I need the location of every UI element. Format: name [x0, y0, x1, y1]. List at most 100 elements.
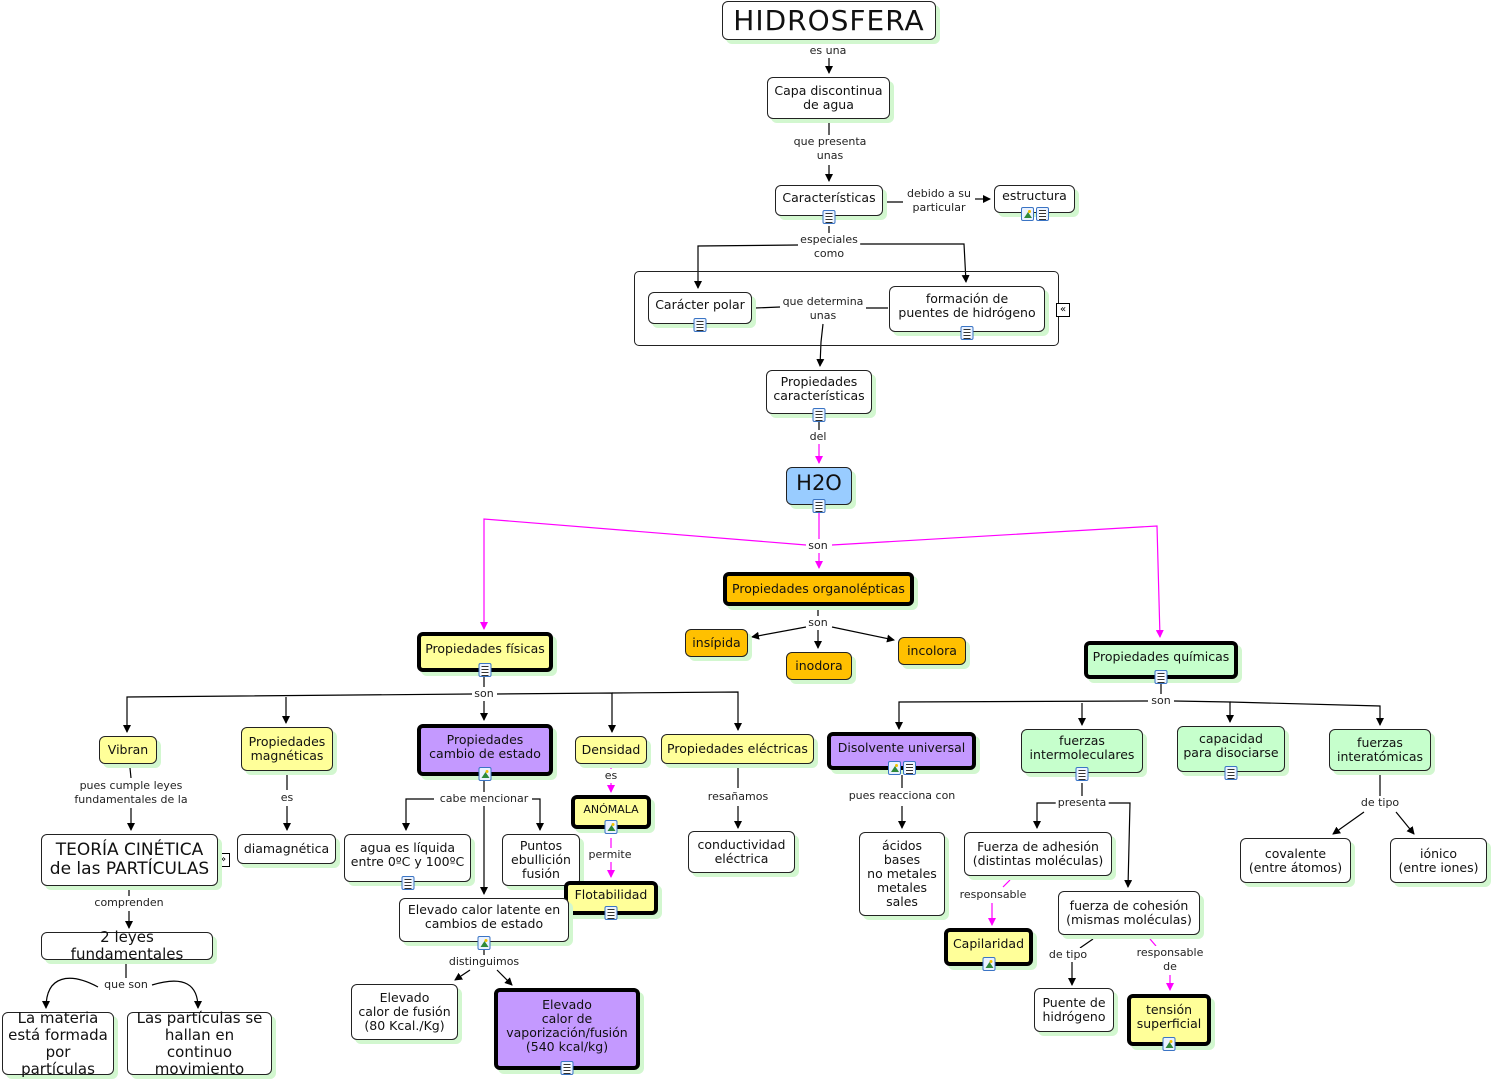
- document-resource-icon[interactable]: [693, 318, 707, 332]
- connection-line: [1149, 938, 1157, 947]
- concept-acidos[interactable]: ácidos bases no metales metales sales: [859, 832, 945, 916]
- link-label-de-tipo-inter[interactable]: de tipo: [1358, 796, 1402, 810]
- image-resource-icon[interactable]: [982, 957, 995, 971]
- link-label-especiales[interactable]: especiales como: [798, 233, 860, 261]
- concept-label: Disolvente universal: [837, 740, 966, 755]
- document-resource-icon[interactable]: [1154, 670, 1168, 684]
- document-resource-icon[interactable]: [401, 876, 414, 890]
- document-resource-icon[interactable]: [902, 761, 916, 775]
- concept-ionico[interactable]: iónico (entre iones): [1390, 838, 1487, 883]
- concept-materia[interactable]: La materia está formada por partículas: [2, 1009, 114, 1077]
- concept-inodora[interactable]: inodora: [786, 652, 852, 680]
- concept-fisicas[interactable]: Propiedades físicas: [417, 632, 553, 677]
- concept-puntos-ebullicion[interactable]: Puntos ebullición fusión: [502, 834, 580, 886]
- concept-tension[interactable]: tensión superficial: [1127, 994, 1211, 1051]
- link-label-que-presenta[interactable]: que presenta unas: [791, 135, 869, 163]
- concept-caracteristicas[interactable]: Características: [775, 185, 883, 224]
- concept-organolepticas[interactable]: Propiedades organolépticas: [723, 572, 914, 606]
- concept-calor-latente[interactable]: Elevado calor latente en cambios de esta…: [399, 898, 569, 950]
- link-label-del[interactable]: del: [807, 430, 829, 444]
- document-resource-icon[interactable]: [822, 210, 836, 224]
- image-resource-icon[interactable]: [478, 767, 492, 781]
- concept-h2o[interactable]: H2O: [786, 467, 852, 513]
- concept-covalente[interactable]: covalente (entre átomos): [1240, 838, 1351, 883]
- document-resource-icon[interactable]: [812, 499, 826, 513]
- concept-calor-vaporizacion[interactable]: Elevado calor de vaporización/fusión (54…: [494, 988, 640, 1075]
- document-resource-icon[interactable]: [560, 1061, 574, 1075]
- document-resource-icon[interactable]: [960, 326, 974, 340]
- document-resource-icon[interactable]: [1075, 767, 1089, 781]
- link-label-son-quimicas[interactable]: son: [1149, 694, 1173, 708]
- concept-puente-hidrogeno[interactable]: Puente de hidrógeno: [1034, 988, 1114, 1032]
- link-label-distinguimos[interactable]: distinguimos: [446, 955, 522, 969]
- concept-conductividad[interactable]: conductividad eléctrica: [688, 831, 795, 873]
- concept-incolora[interactable]: incolora: [898, 637, 966, 665]
- image-resource-icon[interactable]: [1162, 1037, 1176, 1051]
- link-label-presenta[interactable]: presenta: [1055, 796, 1109, 810]
- image-resource-icon[interactable]: [887, 761, 901, 775]
- link-label-es-magn[interactable]: es: [278, 791, 296, 805]
- concept-teoria-cinetica[interactable]: TEORÍA CINÉTICA de las PARTÍCULAS: [41, 834, 218, 886]
- link-label-son-organo[interactable]: son: [806, 616, 830, 630]
- concept-capilaridad[interactable]: Capilaridad: [944, 928, 1033, 971]
- document-resource-icon[interactable]: [1035, 207, 1049, 221]
- concept-quimicas[interactable]: Propiedades químicas: [1084, 641, 1238, 684]
- link-label-comprenden[interactable]: comprenden: [92, 896, 166, 910]
- document-resource-icon[interactable]: [604, 906, 618, 920]
- concept-capa-discontinua[interactable]: Capa discontinua de agua: [767, 77, 890, 119]
- image-resource-icon[interactable]: [604, 820, 618, 834]
- concept-interatomicas[interactable]: fuerzas interatómicas: [1329, 729, 1431, 771]
- link-label-permite[interactable]: permite: [586, 848, 634, 862]
- link-label-resanamos[interactable]: resañamos: [705, 790, 771, 804]
- concept-calor-fusion[interactable]: Elevado calor de fusión (80 Kcal./Kg): [351, 984, 458, 1040]
- link-label-que-son[interactable]: que son: [102, 978, 150, 992]
- concept-particulas[interactable]: Las partículas se hallan en continuo mov…: [127, 1009, 272, 1077]
- link-label-es-densidad[interactable]: es: [602, 769, 620, 783]
- resource-icons: [560, 1061, 574, 1075]
- link-label-pues-reacciona[interactable]: pues reacciona con: [846, 789, 958, 803]
- concept-label: Propiedades magnéticas: [248, 734, 326, 763]
- image-resource-icon[interactable]: [1020, 207, 1034, 221]
- concept-puentes-hidrogeno[interactable]: formación de puentes de hidrógeno: [889, 286, 1045, 340]
- concept-disolvente[interactable]: Disolvente universal: [827, 732, 976, 775]
- concept-hidrosfera[interactable]: HIDROSFERA: [722, 1, 936, 40]
- link-label-son-fisicas[interactable]: son: [472, 687, 496, 701]
- link-label-es-una[interactable]: es una: [807, 44, 849, 58]
- concept-electricas[interactable]: Propiedades eléctricas: [661, 734, 814, 764]
- document-resource-icon[interactable]: [1224, 766, 1238, 780]
- image-resource-icon[interactable]: [477, 936, 491, 950]
- concept-diamagnetica[interactable]: diamagnética: [237, 834, 336, 864]
- concept-label: Puente de hidrógeno: [1042, 995, 1106, 1024]
- concept-vibran[interactable]: Vibran: [99, 736, 157, 764]
- concept-densidad[interactable]: Densidad: [575, 736, 647, 764]
- concept-label: Elevado calor de vaporización/fusión (54…: [506, 997, 628, 1054]
- link-label-debido[interactable]: debido a su particular: [905, 187, 973, 215]
- link-label-responsable-de[interactable]: responsable de: [1134, 946, 1206, 974]
- connection-line: [480, 518, 807, 630]
- concept-cohesion[interactable]: fuerza de cohesión (mismas moléculas): [1058, 891, 1200, 935]
- collapse-group-icon[interactable]: «: [1056, 303, 1070, 317]
- concept-insipida[interactable]: insípida: [685, 629, 748, 657]
- concept-label: agua es líquida entre 0ºC y 100ºC: [350, 840, 465, 869]
- link-label-son-h2o[interactable]: son: [806, 539, 830, 553]
- link-label-pues-cumple[interactable]: pues cumple leyes fundamentales de la: [72, 779, 190, 807]
- link-label-de-tipo-cohesion[interactable]: de tipo: [1046, 948, 1090, 962]
- concept-magneticas[interactable]: Propiedades magnéticas: [241, 727, 333, 771]
- concept-cambio-estado[interactable]: Propiedades cambio de estado: [417, 724, 553, 781]
- concept-disociarse[interactable]: capacidad para disociarse: [1177, 726, 1285, 780]
- concept-caracter-polar[interactable]: Carácter polar: [648, 292, 752, 332]
- concept-flotabilidad[interactable]: Flotabilidad: [564, 881, 658, 920]
- link-label-que-determina[interactable]: que determina unas: [780, 295, 866, 323]
- concept-estructura[interactable]: estructura: [994, 185, 1075, 221]
- link-label-responsable[interactable]: responsable: [957, 888, 1029, 902]
- concept-anomala[interactable]: ANÓMALA: [571, 795, 651, 834]
- document-resource-icon[interactable]: [812, 408, 826, 422]
- link-label-cabe-mencionar[interactable]: cabe mencionar: [437, 792, 531, 806]
- concept-propiedades-caracteristicas[interactable]: Propiedades características: [766, 370, 872, 422]
- concept-agua-liquida[interactable]: agua es líquida entre 0ºC y 100ºC: [344, 834, 471, 890]
- concept-adhesion[interactable]: Fuerza de adhesión (distintas moléculas): [964, 832, 1112, 876]
- concept-intermoleculares[interactable]: fuerzas intermoleculares: [1021, 729, 1143, 781]
- document-resource-icon[interactable]: [478, 663, 492, 677]
- expand-nested-icon[interactable]: »: [216, 853, 230, 867]
- concept-leyes[interactable]: 2 leyes fundamentales: [41, 929, 213, 963]
